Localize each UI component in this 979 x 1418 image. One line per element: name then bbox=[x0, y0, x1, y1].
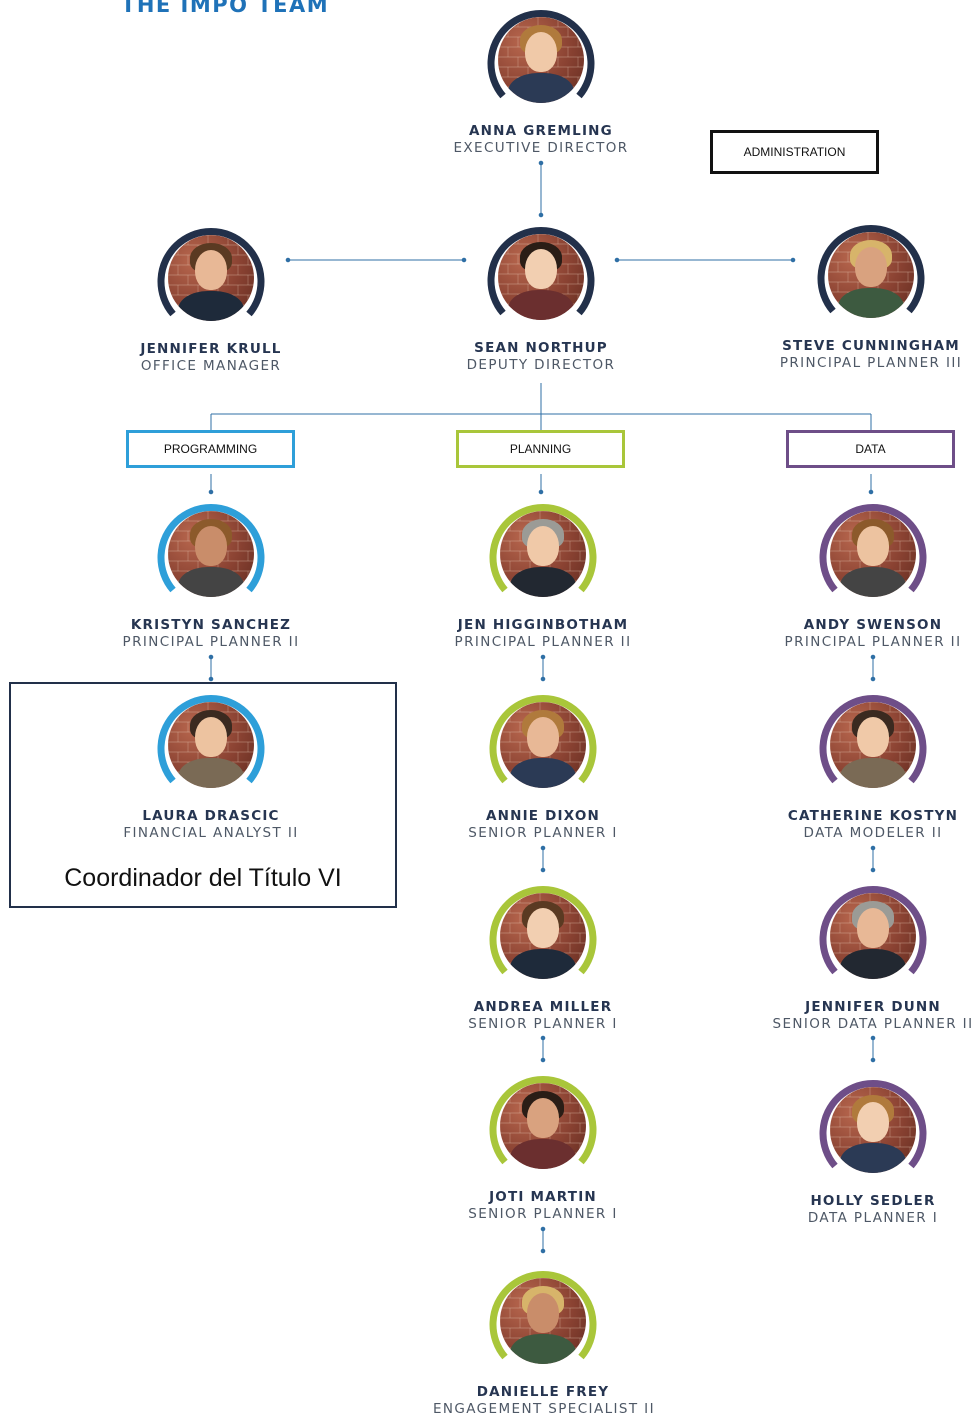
person-photo bbox=[830, 893, 916, 979]
portrait-ring bbox=[157, 228, 265, 317]
person-photo bbox=[500, 511, 586, 597]
person-photo bbox=[500, 1278, 586, 1364]
person-photo bbox=[168, 235, 254, 321]
person-name: ANNA GREMLING bbox=[469, 123, 613, 139]
person-name: KRISTYN SANCHEZ bbox=[130, 617, 292, 633]
dept-programming: PROGRAMMING bbox=[126, 430, 295, 468]
portrait-ring bbox=[489, 695, 597, 784]
page-title: THE IMPO TEAM bbox=[121, 0, 330, 17]
person-name: SEAN NORTHUP bbox=[474, 340, 608, 356]
person-photo bbox=[828, 232, 914, 318]
dept-planning: PLANNING bbox=[456, 430, 625, 468]
portrait-photo bbox=[485, 4, 597, 116]
dept-administration: ADMINISTRATION bbox=[710, 130, 879, 174]
person-title: SENIOR DATA PLANNER II bbox=[772, 1016, 974, 1032]
person-name: DANIELLE FREY bbox=[476, 1384, 610, 1400]
portrait-ring bbox=[817, 225, 925, 314]
person-title: SENIOR PLANNER I bbox=[468, 1206, 618, 1222]
portrait-photo bbox=[817, 498, 929, 610]
person-name: JENNIFER KRULL bbox=[140, 341, 282, 357]
portrait-ring bbox=[819, 1080, 927, 1169]
person-title: SENIOR PLANNER I bbox=[468, 825, 618, 841]
portrait-ring bbox=[487, 227, 595, 316]
portrait-photo bbox=[155, 222, 267, 334]
person-title: DATA MODELER II bbox=[803, 825, 943, 841]
dept-data: DATA bbox=[786, 430, 955, 468]
person-name: JOTI MARTIN bbox=[489, 1189, 597, 1205]
person-name: ANDY SWENSON bbox=[803, 617, 943, 633]
person-title: PRINCIPAL PLANNER II bbox=[784, 634, 962, 650]
person-name: HOLLY SEDLER bbox=[810, 1193, 936, 1209]
person-title: OFFICE MANAGER bbox=[140, 358, 282, 374]
title-vi-box: Coordinador del Título VI bbox=[9, 682, 397, 908]
portrait-ring bbox=[819, 695, 927, 784]
portrait-ring bbox=[489, 886, 597, 975]
portrait-photo bbox=[487, 880, 599, 992]
portrait-ring bbox=[489, 1076, 597, 1165]
portrait-photo bbox=[487, 1265, 599, 1377]
portrait-photo bbox=[487, 689, 599, 801]
portrait-ring bbox=[489, 504, 597, 593]
portrait-ring bbox=[489, 1271, 597, 1360]
person-title: DEPUTY DIRECTOR bbox=[466, 357, 616, 373]
person-photo bbox=[168, 511, 254, 597]
person-name: STEVE CUNNINGHAM bbox=[782, 338, 960, 354]
portrait-photo bbox=[817, 689, 929, 801]
person-name: ANNIE DIXON bbox=[485, 808, 601, 824]
person-photo bbox=[830, 702, 916, 788]
portrait-ring bbox=[819, 886, 927, 975]
portrait-photo bbox=[817, 880, 929, 992]
portrait-photo bbox=[815, 219, 927, 331]
person-photo bbox=[500, 893, 586, 979]
person-name: JENNIFER DUNN bbox=[805, 999, 941, 1015]
title-vi-coordinator-label: Coordinador del Título VI bbox=[64, 864, 342, 892]
person-title: DATA PLANNER I bbox=[807, 1210, 939, 1226]
person-title: PRINCIPAL PLANNER II bbox=[122, 634, 300, 650]
portrait-photo bbox=[487, 498, 599, 610]
person-photo bbox=[830, 1087, 916, 1173]
portrait-photo bbox=[485, 221, 597, 333]
person-name: JEN HIGGINBOTHAM bbox=[457, 617, 629, 633]
person-title: PRINCIPAL PLANNER II bbox=[454, 634, 632, 650]
portrait-ring bbox=[157, 695, 265, 784]
person-photo bbox=[500, 702, 586, 788]
portrait-photo bbox=[155, 498, 267, 610]
person-name: CATHERINE KOSTYN bbox=[787, 808, 959, 824]
portrait-photo bbox=[155, 689, 267, 801]
person-title: PRINCIPAL PLANNER III bbox=[779, 355, 963, 371]
person-photo bbox=[168, 702, 254, 788]
person-photo bbox=[830, 511, 916, 597]
person-title: SENIOR PLANNER I bbox=[468, 1016, 618, 1032]
portrait-ring bbox=[487, 10, 595, 99]
person-name: ANDREA MILLER bbox=[473, 999, 613, 1015]
person-name: LAURA DRASCIC bbox=[142, 808, 280, 824]
person-photo bbox=[498, 17, 584, 103]
portrait-photo bbox=[487, 1070, 599, 1182]
person-title: ENGAGEMENT SPECIALIST II bbox=[433, 1401, 655, 1417]
person-photo bbox=[498, 234, 584, 320]
portrait-photo bbox=[817, 1074, 929, 1186]
portrait-ring bbox=[819, 504, 927, 593]
person-title: EXECUTIVE DIRECTOR bbox=[453, 140, 629, 156]
portrait-ring bbox=[157, 504, 265, 593]
person-title: FINANCIAL ANALYST II bbox=[123, 825, 299, 841]
person-photo bbox=[500, 1083, 586, 1169]
